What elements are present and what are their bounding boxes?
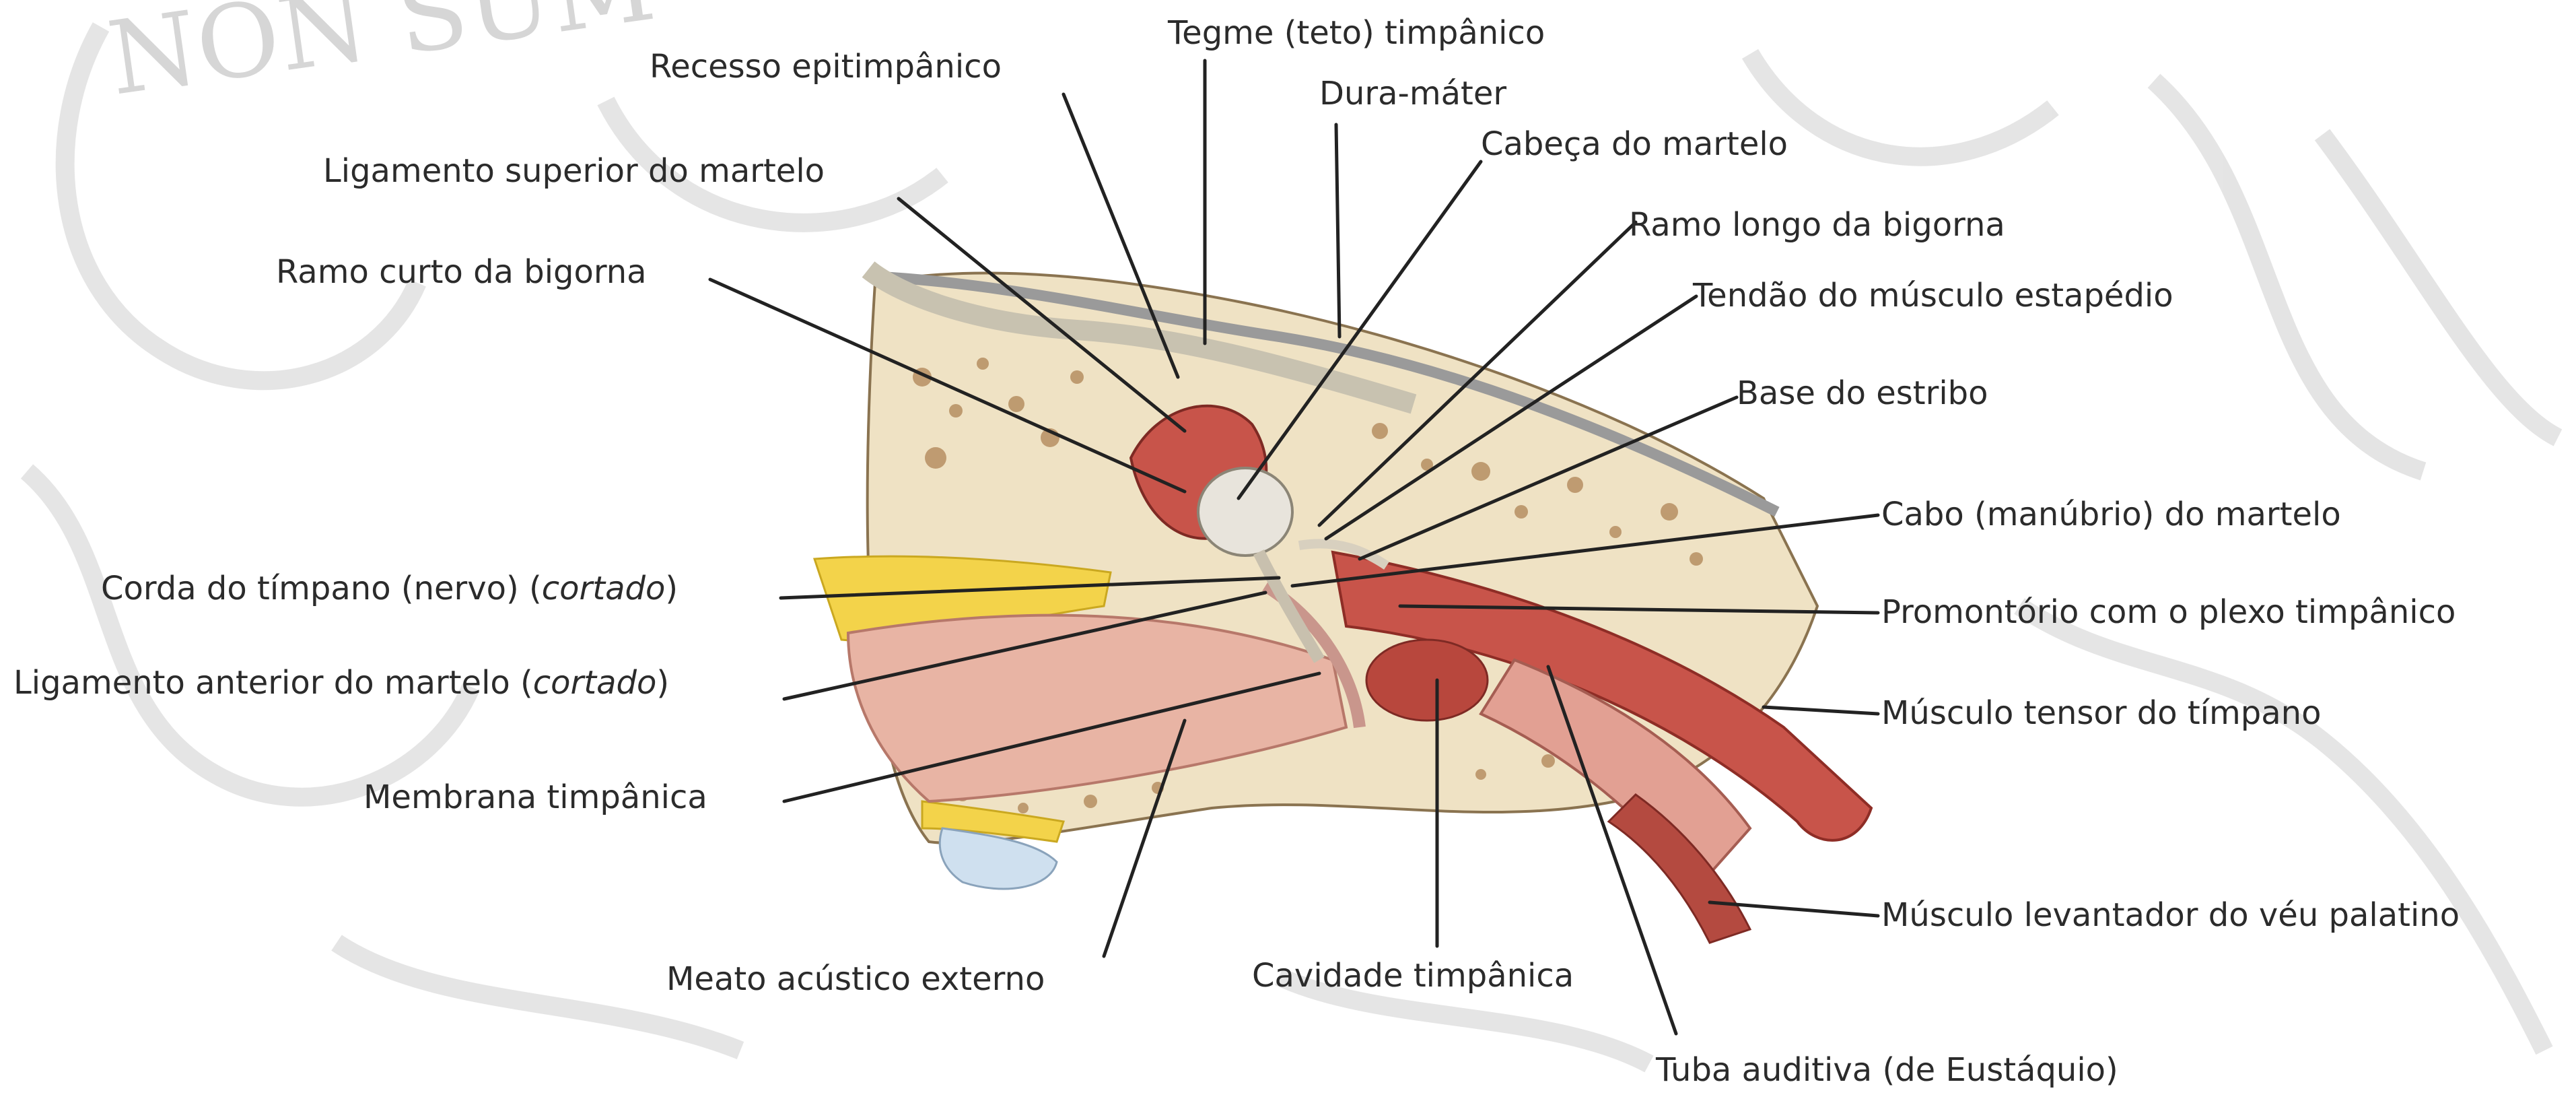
- label-tegme: Tegme (teto) timpânico: [1167, 14, 1545, 52]
- label-dura: Dura-máter: [1319, 75, 1506, 112]
- label-promontorio: Promontório com o plexo timpânico: [1881, 593, 2456, 631]
- label-ramo-longo: Ramo longo da bigorna: [1629, 206, 2005, 244]
- label-corda: Corda do tímpano (nervo) (cortado): [101, 570, 678, 607]
- label-corda-main: Corda do tímpano (nervo) (: [101, 570, 542, 607]
- ossicle-malleus-head: [1198, 468, 1292, 556]
- watermark-text: NON SUM: [102, 0, 662, 119]
- label-corda-italic: cortado: [542, 570, 666, 607]
- label-lig-superior: Ligamento superior do martelo: [323, 152, 825, 190]
- label-lig-anterior-end: ): [656, 664, 669, 702]
- label-lig-anterior: Ligamento anterior do martelo (cortado): [13, 664, 669, 702]
- label-cavidade: Cavidade timpânica: [1252, 957, 1574, 995]
- label-cabeca-martelo: Cabeça do martelo: [1481, 125, 1788, 163]
- ear-illustration: [814, 269, 1871, 943]
- label-base-estribo: Base do estribo: [1737, 374, 1988, 412]
- label-lig-anterior-main: Ligamento anterior do martelo (: [13, 664, 533, 702]
- label-tensor: Músculo tensor do tímpano: [1881, 694, 2321, 732]
- leader-tensor: [1764, 707, 1878, 714]
- label-meato: Meato acústico externo: [666, 960, 1045, 998]
- label-tendao: Tendão do músculo estapédio: [1692, 277, 2173, 314]
- label-tuba: Tuba auditiva (de Eustáquio): [1655, 1051, 2118, 1089]
- label-levantador: Músculo levantador do véu palatino: [1881, 896, 2460, 934]
- leader-dura: [1336, 125, 1339, 337]
- label-recesso: Recesso epitimpânico: [650, 48, 1002, 86]
- label-corda-end: ): [665, 570, 678, 607]
- label-ramo-curto: Ramo curto da bigorna: [276, 253, 647, 291]
- label-lig-anterior-italic: cortado: [533, 664, 657, 702]
- label-cabo-martelo: Cabo (manúbrio) do martelo: [1881, 496, 2341, 533]
- cochlear-promontory: [1366, 640, 1488, 721]
- label-membrana: Membrana timpânica: [363, 778, 707, 816]
